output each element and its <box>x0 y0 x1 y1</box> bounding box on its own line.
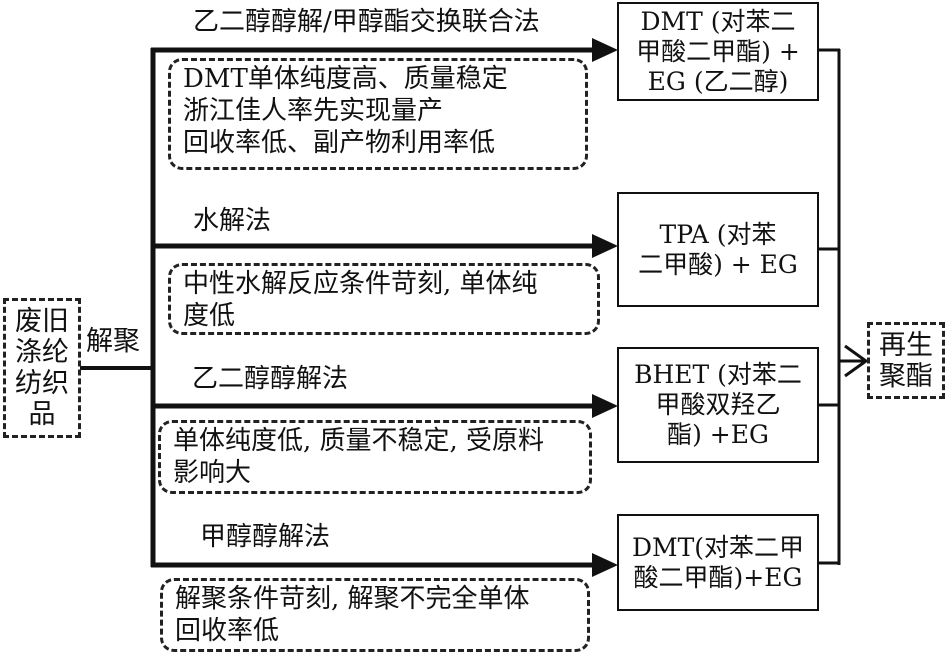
target-label-line: 聚酯 <box>879 360 933 392</box>
branch-3-notes: 单体纯度低, 质量不稳定, 受原料 影响大 <box>158 420 592 494</box>
process-label: 解聚 <box>86 326 140 357</box>
note-line: 影响大 <box>173 458 252 488</box>
branch-4-product: DMT(对苯二甲 酸二甲酯)+EG <box>617 514 819 611</box>
product-line: 甲酸双羟乙 <box>655 390 781 419</box>
product-line: 二甲酸) + EG <box>638 249 798 279</box>
note-line: 回收率低、副产物利用率低 <box>183 128 496 158</box>
branch-1-method: 乙二醇醇解/甲醇酯交换联合法 <box>193 7 540 37</box>
branch-2-product: TPA (对苯 二甲酸) + EG <box>617 192 819 307</box>
product-line: EG (乙二醇) <box>647 66 789 96</box>
branch-arrow-2-head <box>592 234 618 258</box>
branch-arrow-1-head <box>592 38 618 62</box>
source-label-line: 品 <box>28 399 56 430</box>
branch-4-method: 甲醇醇解法 <box>200 522 331 552</box>
target-node: 再生 聚酯 <box>867 322 945 399</box>
branch-2-method: 水解法 <box>193 206 272 236</box>
branch-arrow-3-head <box>592 394 618 418</box>
note-line: DMT单体纯度高、质量稳定 <box>183 64 508 94</box>
note-line: 单体纯度低, 质量不稳定, 受原料 <box>173 426 545 456</box>
product-line: 酯) +EG <box>667 420 769 449</box>
product-line: DMT (对苯二 <box>640 6 796 36</box>
branch-1-notes: DMT单体纯度高、质量稳定 浙江佳人率先实现量产 回收率低、副产物利用率低 <box>168 58 588 170</box>
note-line: 回收率低 <box>175 616 280 646</box>
branch-arrow-4-head <box>592 553 618 577</box>
source-label-line: 纺织 <box>15 368 69 399</box>
branch-1-product: DMT (对苯二 甲酸二甲酯) + EG (乙二醇) <box>617 2 819 101</box>
note-line: 浙江佳人率先实现量产 <box>183 96 444 126</box>
note-line: 解聚条件苛刻, 解聚不完全单体 <box>175 584 530 614</box>
branch-3-product: BHET (对苯二 甲酸双羟乙 酯) +EG <box>617 347 819 463</box>
source-label-line: 废旧 <box>15 306 69 337</box>
product-line: TPA (对苯 <box>659 219 777 249</box>
branch-4-notes: 解聚条件苛刻, 解聚不完全单体 回收率低 <box>160 578 590 652</box>
product-line: BHET (对苯二 <box>634 360 802 389</box>
note-line: 度低 <box>183 301 236 331</box>
product-line: DMT(对苯二甲 <box>631 532 805 562</box>
branch-2-notes: 中性水解反应条件苛刻, 单体纯 度低 <box>168 263 600 335</box>
product-line: 甲酸二甲酯) + <box>636 36 800 66</box>
note-line: 中性水解反应条件苛刻, 单体纯 <box>183 269 538 299</box>
target-label-line: 再生 <box>879 329 933 361</box>
product-line: 酸二甲酯)+EG <box>633 562 803 592</box>
source-node: 废旧 涤纶 纺织 品 <box>3 298 81 438</box>
branch-3-method: 乙二醇醇解法 <box>192 364 349 394</box>
source-label-line: 涤纶 <box>15 337 69 368</box>
target-arrow-head <box>844 344 869 378</box>
